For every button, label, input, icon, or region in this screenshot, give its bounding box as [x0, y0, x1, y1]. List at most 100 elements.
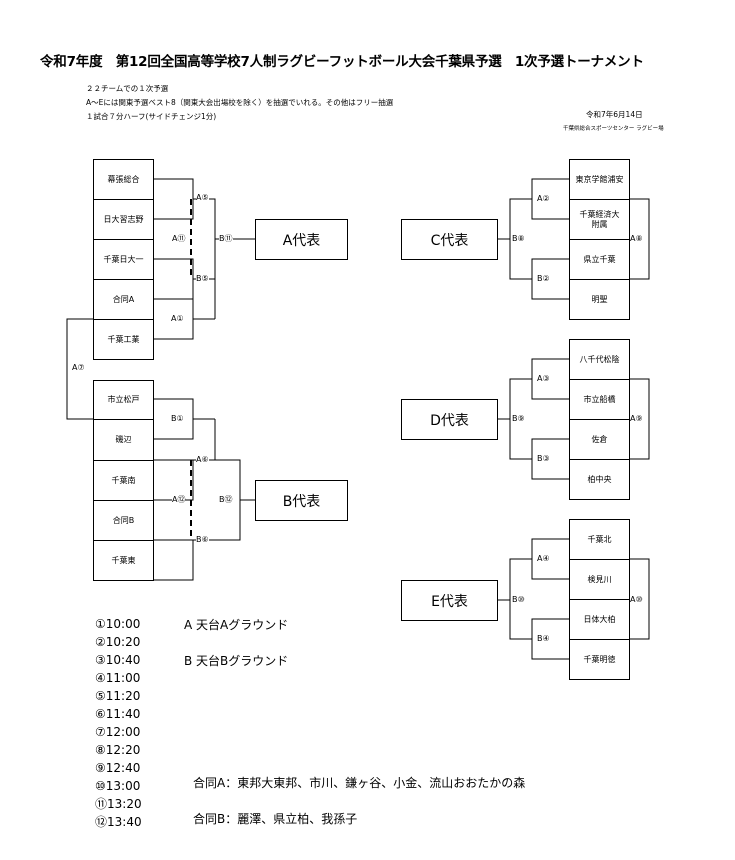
schedule-time: ③10:40	[95, 653, 141, 667]
tournament-venue: 千葉県総合スポーツセンター ラグビー場	[563, 126, 664, 132]
team-name: 幕張総合	[107, 174, 140, 184]
rep-label: E代表	[431, 593, 468, 610]
team-box: 明聖	[569, 279, 630, 320]
team-name: 佐倉	[591, 434, 608, 444]
team-box: 県立千葉	[569, 239, 630, 280]
team-box: 千葉南	[93, 460, 154, 501]
team-name: 千葉東	[111, 555, 136, 565]
team-box: 合同A	[93, 279, 154, 320]
team-name: 合同B	[112, 515, 135, 525]
rep-label: C代表	[430, 232, 469, 249]
schedule-time: ⑥11:40	[95, 707, 141, 721]
team-name: 磯辺	[115, 435, 132, 444]
schedule-time: ②10:20	[95, 635, 141, 649]
match-label: B⑧	[512, 234, 525, 243]
team-box: 磯辺	[93, 419, 154, 461]
match-label: B⑥	[196, 535, 209, 544]
match-label: B⑨	[512, 414, 525, 423]
match-label: A⑩	[630, 595, 643, 604]
team-name: 千葉工業	[107, 334, 140, 344]
schedule-time: ⑦12:00	[95, 725, 141, 739]
schedule-time: ⑫13:40	[95, 815, 142, 829]
match-label: B④	[537, 634, 550, 643]
match-label: A①	[171, 314, 184, 323]
joint-team-b-members: 合同B：麗澤、県立柏、我孫子	[193, 812, 358, 826]
match-label: B①	[171, 414, 184, 423]
team-name: 市立船橋	[583, 394, 616, 404]
match-label: A⑪	[172, 234, 186, 243]
team-name: 千葉北	[587, 534, 612, 544]
team-box: 東京学館浦安	[569, 159, 630, 200]
schedule-time: ④11:00	[95, 671, 141, 685]
tournament-date: 令和7年6月14日	[586, 110, 643, 119]
team-box: 合同B	[93, 500, 154, 541]
team-name: 千葉日大一	[103, 254, 144, 264]
schedule-time: ⑪13:20	[95, 797, 142, 811]
schedule-time: ⑤11:20	[95, 689, 141, 703]
match-label: B⑪	[219, 234, 233, 243]
joint-team-a-members: 合同A：東邦大東邦、市川、鎌ヶ谷、小金、流山おおたかの森	[193, 776, 526, 790]
team-box: 日体大柏	[569, 599, 630, 640]
team-name: 日大習志野	[103, 214, 144, 224]
match-label: A④	[537, 554, 550, 563]
note-line-3: １試合７分ハーフ(サイドチェンジ1分)	[86, 112, 217, 121]
rep-box-b: B代表	[255, 480, 348, 521]
team-box: 千葉工業	[93, 319, 154, 360]
rep-box-d: D代表	[401, 399, 498, 440]
team-box: 千葉経済大附属	[569, 199, 630, 240]
match-label: A⑫	[172, 495, 186, 504]
team-box: 柏中央	[569, 459, 630, 500]
team-name: 八千代松陰	[579, 354, 620, 364]
note-line-1: ２２チームでの１次予選	[86, 84, 169, 93]
match-label: B⑫	[219, 495, 233, 504]
schedule-time: ①10:00	[95, 617, 141, 631]
team-box: 市立船橋	[569, 379, 630, 420]
match-label: A⑧	[630, 234, 643, 243]
team-name: 日体大柏	[583, 614, 616, 624]
field-a: A 天台Aグラウンド	[184, 618, 289, 632]
team-name: 市立松戸	[107, 395, 140, 404]
rep-label: B代表	[282, 493, 321, 510]
match-label: A⑥	[196, 455, 209, 464]
team-name: 柏中央	[587, 474, 612, 484]
match-label: A⑨	[630, 414, 643, 423]
team-name: 県立千葉	[583, 254, 616, 264]
match-label: A③	[537, 374, 550, 383]
page-title: 令和7年度 第12回全国高等学校7人制ラグビーフットボール大会千葉県予選 1次予…	[40, 54, 644, 70]
schedule-time: ⑨12:40	[95, 761, 141, 775]
rep-box-c: C代表	[401, 219, 498, 260]
team-box: 佐倉	[569, 419, 630, 460]
rep-label: A代表	[282, 232, 321, 249]
note-line-2: A〜Eには関東予選ベスト8（関東大会出場校を除く）を抽選でいれる。その他はフリー…	[86, 98, 394, 107]
schedule-time: ⑩13:00	[95, 779, 141, 793]
team-box: 八千代松陰	[569, 339, 630, 380]
team-name: 千葉経済大附属	[579, 209, 620, 229]
team-box: 千葉明徳	[569, 639, 630, 680]
team-box: 千葉東	[93, 540, 154, 581]
match-label: B⑩	[512, 595, 525, 604]
team-name: 合同A	[112, 294, 135, 304]
team-name: 検見川	[587, 574, 612, 584]
team-box: 日大習志野	[93, 199, 154, 240]
match-label: B③	[537, 454, 550, 463]
team-name: 千葉明徳	[583, 654, 616, 664]
team-box: 市立松戸	[93, 380, 154, 420]
team-name: 千葉南	[111, 475, 136, 485]
team-box: 検見川	[569, 559, 630, 600]
match-label: A②	[537, 194, 550, 203]
field-b: B 天台Bグラウンド	[184, 654, 289, 668]
team-box: 千葉日大一	[93, 239, 154, 280]
match-label: A⑤	[196, 193, 209, 202]
match-label: A⑦	[72, 363, 85, 372]
rep-box-e: E代表	[401, 580, 498, 621]
match-label: B⑤	[196, 274, 209, 283]
team-box: 幕張総合	[93, 159, 154, 200]
rep-box-a: A代表	[255, 219, 348, 260]
team-name: 東京学館浦安	[575, 174, 624, 184]
team-name: 明聖	[591, 294, 608, 304]
schedule-time: ⑧12:20	[95, 743, 141, 757]
team-box: 千葉北	[569, 519, 630, 560]
match-label: B②	[537, 274, 550, 283]
rep-label: D代表	[430, 412, 469, 429]
